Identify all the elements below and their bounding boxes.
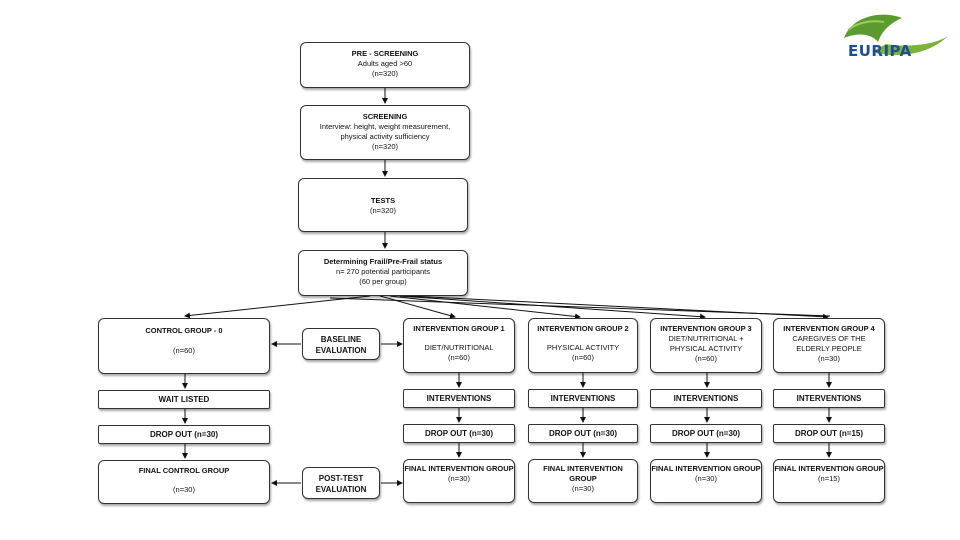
intervention-group-3-desc-2: PHYSICAL ACTIVITY [669,344,743,353]
final-intervention-group-4-title: FINAL INTERVENTION GROUP [774,464,884,473]
intervention-group-2-desc: PHYSICAL ACTIVITY [546,343,620,352]
final-control-group-n: (n=30) [173,485,195,494]
baseline-evaluation-box: BASELINE EVALUATION [302,328,380,360]
frail-status-participants: n= 270 potential participants [335,267,431,276]
euripa-logo-icon [844,14,948,56]
final-intervention-group-1-n: (n=30) [448,474,470,483]
frail-status-box: Determining Frail/Pre-Frail status n= 27… [298,250,468,296]
pre-screening-n: (n=320) [371,69,399,78]
final-intervention-group-2-title: FINAL INTERVENTION GROUP [543,464,623,483]
final-control-group-title: FINAL CONTROL GROUP [138,466,230,475]
tests-n: (n=320) [369,206,397,215]
pre-screening-title: PRE - SCREENING [351,49,419,58]
final-intervention-group-2-box: FINAL INTERVENTION GROUP (n=30) [528,459,638,503]
tests-box: TESTS (n=320) [298,178,468,232]
intervention-group-4-desc-2: ELDERLY PEOPLE [796,344,862,353]
pre-screening-box: PRE - SCREENING Adults aged >60 (n=320) [300,42,470,88]
screening-title: SCREENING [362,112,408,121]
intervention-group-3-title: INTERVENTION GROUP 3 [660,324,752,333]
intervention-group-4-title: INTERVENTION GROUP 4 [783,324,875,333]
intervention-group-4-step: INTERVENTIONS [773,389,885,408]
intervention-group-1-n: (n=60) [448,353,470,362]
logo-text: EURIPA [848,42,912,60]
tests-title: TESTS [370,196,396,205]
final-intervention-group-3-n: (n=30) [695,474,717,483]
intervention-group-3-step: INTERVENTIONS [650,389,762,408]
intervention-group-2-title: INTERVENTION GROUP 2 [537,324,629,333]
intervention-group-4-desc: CAREGIVES OF THE [792,334,866,343]
final-intervention-group-4-box: FINAL INTERVENTION GROUP (n=15) [773,459,885,503]
screening-box: SCREENING Interview: height, weight meas… [300,105,470,160]
intervention-group-1-title: INTERVENTION GROUP 1 [413,324,505,333]
intervention-group-4-box: INTERVENTION GROUP 4 CAREGIVES OF THE EL… [773,318,885,373]
control-dropout-box: DROP OUT (n=30) [98,425,270,444]
intervention-group-4-n: (n=30) [818,354,840,363]
frail-status-per-group: (60 per group) [359,277,407,286]
screening-n: (n=320) [371,142,399,151]
final-intervention-group-2-n: (n=30) [572,484,594,493]
final-intervention-group-3-title: FINAL INTERVENTION GROUP [651,464,761,473]
intervention-group-2-box: INTERVENTION GROUP 2 PHYSICAL ACTIVITY (… [528,318,638,373]
intervention-group-1-step: INTERVENTIONS [403,389,515,408]
screening-line-1: Interview: height, weight measurement, [319,122,451,131]
intervention-group-3-dropout: DROP OUT (n=30) [650,424,762,443]
intervention-group-2-dropout: DROP OUT (n=30) [528,424,638,443]
intervention-group-3-desc: DIET/NUTRITIONAL + [668,334,744,343]
intervention-group-2-step: INTERVENTIONS [528,389,638,408]
control-wait-listed-box: WAIT LISTED [98,390,270,409]
pre-screening-criteria: Adults aged >60 [357,59,413,68]
final-intervention-group-1-box: FINAL INTERVENTION GROUP (n=30) [403,459,515,503]
intervention-group-3-box: INTERVENTION GROUP 3 DIET/NUTRITIONAL + … [650,318,762,373]
posttest-evaluation-box: POST-TEST EVALUATION [302,467,380,499]
control-group-n: (n=60) [173,346,195,355]
intervention-group-3-n: (n=60) [695,354,717,363]
control-group-box: CONTROL GROUP - 0 (n=60) [98,318,270,374]
final-intervention-group-3-box: FINAL INTERVENTION GROUP (n=30) [650,459,762,503]
arrow-to-group-1 [379,295,456,319]
intervention-group-2-n: (n=60) [572,353,594,362]
final-intervention-group-1-title: FINAL INTERVENTION GROUP [404,464,514,473]
arrow-to-group-2 [389,295,581,320]
screening-line-2: physical activity sufficiency [340,132,430,141]
final-control-group-box: FINAL CONTROL GROUP (n=30) [98,460,270,504]
frail-status-title: Determining Frail/Pre-Frail status [323,257,443,266]
intervention-group-1-dropout: DROP OUT (n=30) [403,424,515,443]
intervention-group-4-dropout: DROP OUT (n=15) [773,424,885,443]
arrow-to-control [184,295,371,319]
final-intervention-group-4-n: (n=15) [818,474,840,483]
control-group-title: CONTROL GROUP - 0 [145,326,223,335]
intervention-group-1-box: INTERVENTION GROUP 1 DIET/NUTRITIONAL (n… [403,318,515,373]
intervention-group-1-desc: DIET/NUTRITIONAL [424,343,494,352]
